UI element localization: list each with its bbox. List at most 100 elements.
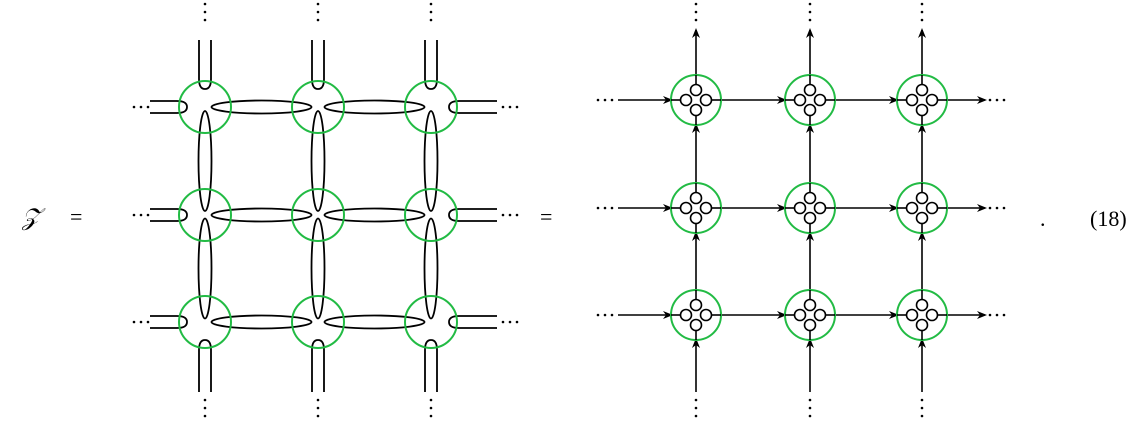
right-vertical-ellipsis-bottom-2 [808, 398, 812, 418]
inner-circle-2 [905, 308, 919, 322]
loop-node-ring-r2-c1 [178, 188, 232, 242]
boundary-half-loop-right-r2 [448, 208, 497, 222]
right-horizontal-ellipsis-left-2 [596, 206, 614, 210]
equals-sign-1: = [70, 204, 82, 229]
horizontal-loop-r3-c1 [210, 314, 313, 330]
inner-circle-3 [925, 93, 939, 107]
right-vertical-ellipsis-top-1 [694, 2, 698, 22]
vertical-loop-c1-r2 [197, 217, 213, 320]
inner-circle-4 [689, 211, 703, 225]
right-vertical-ellipsis-bottom-3 [920, 398, 924, 418]
loop-node-ring-r3-c3 [404, 295, 458, 349]
boundary-half-loop-top-c2 [311, 40, 325, 90]
vertical-ellipsis-bottom-1 [203, 398, 207, 418]
inner-circle-3 [699, 308, 713, 322]
right-horizontal-ellipsis-right-2 [988, 206, 1006, 210]
inner-circle-2 [793, 308, 807, 322]
horizontal-ellipsis-left-2 [132, 213, 150, 217]
vertical-ellipsis-top-1 [203, 2, 207, 22]
loop-node-ring-r1-c3 [404, 80, 458, 134]
arrow-node-r3-c2 [784, 289, 836, 341]
loop-node-ring-r2-c3 [404, 188, 458, 242]
right-vertical-ellipsis-bottom-1 [694, 398, 698, 418]
arrow-node-r3-c1 [670, 289, 722, 341]
inner-circle-1 [915, 298, 929, 312]
right-horizontal-ellipsis-left-3 [596, 313, 614, 317]
loop-node-ring-r2-c2 [291, 188, 345, 242]
inner-circle-3 [813, 201, 827, 215]
inner-circle-2 [679, 93, 693, 107]
arrow-node-r2-c2 [784, 182, 836, 234]
inner-circle-1 [803, 298, 817, 312]
inner-circle-4 [689, 318, 703, 332]
inner-circle-2 [793, 201, 807, 215]
vertical-ellipsis-bottom-2 [316, 398, 320, 418]
inner-circle-1 [803, 191, 817, 205]
inner-circle-1 [803, 83, 817, 97]
loop-node-ring-r1-c1 [178, 80, 232, 134]
arrow-node-r1-c3 [896, 74, 948, 126]
inner-circle-2 [793, 93, 807, 107]
vertical-loop-c2-r1 [310, 110, 326, 212]
inner-circle-4 [803, 103, 817, 117]
right-horizontal-ellipsis-left-1 [596, 98, 614, 102]
horizontal-ellipsis-left-1 [132, 105, 150, 109]
boundary-half-loop-right-r3 [448, 315, 497, 329]
inner-circle-4 [803, 318, 817, 332]
inner-circle-3 [699, 201, 713, 215]
vertical-loop-c3-r1 [423, 110, 439, 212]
right-horizontal-ellipsis-right-3 [988, 313, 1006, 317]
inner-circle-3 [813, 308, 827, 322]
inner-circle-4 [915, 103, 929, 117]
inner-circle-3 [925, 308, 939, 322]
right-horizontal-ellipsis-right-1 [988, 98, 1006, 102]
inner-circle-1 [915, 83, 929, 97]
right-vertical-ellipsis-top-3 [920, 2, 924, 22]
vertical-loop-c1-r1 [197, 110, 213, 212]
arrow-network-grid [596, 2, 1006, 418]
vertical-ellipsis-top-3 [429, 2, 433, 22]
boundary-half-loop-bottom-c3 [424, 339, 438, 392]
boundary-half-loop-right-r1 [448, 100, 497, 114]
inner-circle-1 [689, 83, 703, 97]
inner-circle-1 [915, 191, 929, 205]
arrow-node-r2-c1 [670, 182, 722, 234]
equation-period: . [1040, 206, 1046, 231]
boundary-half-loop-left-r3 [150, 315, 188, 329]
inner-circle-3 [699, 93, 713, 107]
inner-circle-2 [905, 93, 919, 107]
arrow-node-r1-c2 [784, 74, 836, 126]
horizontal-ellipsis-left-3 [132, 320, 150, 324]
inner-circle-4 [689, 103, 703, 117]
loop-node-ring-r1-c2 [291, 80, 345, 134]
right-vertical-ellipsis-top-2 [808, 2, 812, 22]
partition-function-symbol: 𝒵 [21, 205, 46, 231]
horizontal-ellipsis-right-3 [501, 320, 519, 324]
inner-circle-4 [915, 211, 929, 225]
boundary-half-loop-bottom-c1 [198, 339, 212, 392]
inner-circle-1 [689, 191, 703, 205]
equals-sign-2: = [540, 204, 552, 229]
inner-circle-4 [803, 211, 817, 225]
loop-network-grid [132, 2, 519, 418]
inner-circle-4 [915, 318, 929, 332]
horizontal-ellipsis-right-1 [501, 105, 519, 109]
arrow-node-r1-c1 [670, 74, 722, 126]
inner-circle-3 [813, 93, 827, 107]
arrow-node-r2-c3 [896, 182, 948, 234]
horizontal-loop-r2-c1 [210, 207, 313, 223]
inner-circle-2 [679, 308, 693, 322]
inner-circle-1 [689, 298, 703, 312]
vertical-ellipsis-bottom-3 [429, 398, 433, 418]
horizontal-loop-r3-c2 [323, 314, 426, 330]
inner-circle-2 [905, 201, 919, 215]
boundary-half-loop-left-r2 [150, 208, 188, 222]
vertical-loop-c2-r2 [310, 217, 326, 320]
vertical-loop-c3-r2 [423, 217, 439, 320]
equation-number: (18) [1090, 206, 1127, 231]
horizontal-loop-r2-c2 [323, 207, 426, 223]
boundary-half-loop-top-c3 [424, 40, 438, 90]
boundary-half-loop-bottom-c2 [311, 339, 325, 392]
inner-circle-3 [925, 201, 939, 215]
